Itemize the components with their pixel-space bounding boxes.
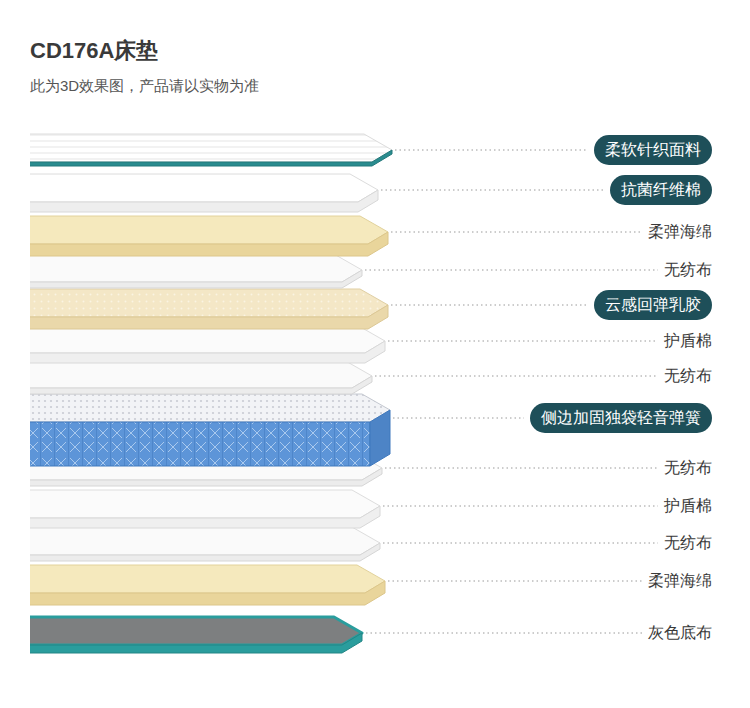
bottom-fabric-layer <box>30 617 362 653</box>
leader-line <box>385 468 658 469</box>
leader-line <box>388 341 658 342</box>
nonwoven-layer <box>30 254 362 288</box>
leader-line <box>391 232 642 233</box>
callout-pill: 柔软针织面料 <box>594 135 712 165</box>
part-label: 护盾棉 <box>664 331 712 351</box>
nonwoven-layer <box>30 527 380 561</box>
callout-pill: 侧边加固独袋轻音弹簧 <box>530 403 712 433</box>
note-text: 此为3D效果图，产品请以实物为准 <box>30 77 259 96</box>
leader-line <box>383 506 658 507</box>
callout-text: 云感回弹乳胶 <box>605 295 701 315</box>
callout-pill: 抗菌纤维棉 <box>610 175 712 205</box>
part-label: 柔弹海绵 <box>648 571 712 591</box>
part-label: 柔弹海绵 <box>648 222 712 242</box>
leader-line <box>366 633 642 634</box>
sponge-layer <box>30 216 388 256</box>
title: CD176A床垫 <box>30 36 158 66</box>
leader-line <box>381 190 604 191</box>
part-label: 护盾棉 <box>664 496 712 516</box>
leader-line <box>365 270 658 271</box>
leader-line <box>393 418 524 419</box>
part-label: 灰色底布 <box>648 623 712 643</box>
fiber-cotton-layer <box>30 174 378 212</box>
leader-line <box>383 543 658 544</box>
callout-text: 柔软针织面料 <box>605 140 701 160</box>
callout-pill: 云感回弹乳胶 <box>594 290 712 320</box>
callout-text: 抗菌纤维棉 <box>621 180 701 200</box>
leader-line <box>375 376 658 377</box>
part-label: 无纺布 <box>664 458 712 478</box>
shield-cotton-layer <box>30 325 385 363</box>
shield-cotton-layer <box>30 490 380 528</box>
latex-layer <box>30 289 388 329</box>
nonwoven-layer <box>30 360 372 394</box>
part-label: 无纺布 <box>664 533 712 553</box>
part-label: 无纺布 <box>664 366 712 386</box>
callout-text: 侧边加固独袋轻音弹簧 <box>541 408 701 428</box>
part-label: 无纺布 <box>664 260 712 280</box>
leader-line <box>395 150 588 151</box>
sponge-layer <box>30 565 385 605</box>
knit-fabric-layer <box>30 134 392 166</box>
leader-line <box>391 305 588 306</box>
spring-layer <box>30 394 390 466</box>
leader-line <box>388 581 642 582</box>
